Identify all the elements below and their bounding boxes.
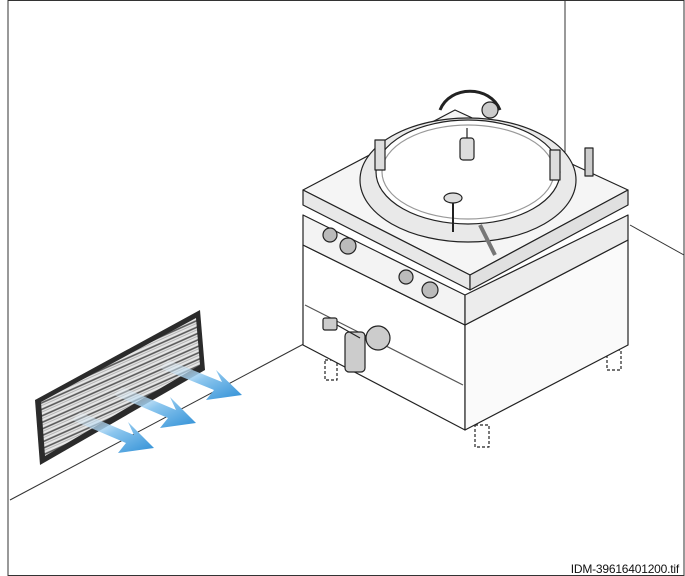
boiling-pan: [302, 89, 629, 448]
airflow-arrow: [114, 387, 196, 428]
pot-lid: [375, 119, 561, 225]
lid-valve: [459, 137, 475, 161]
lid-handle: [438, 89, 502, 111]
airflow-arrow: [160, 360, 242, 400]
figure-caption: IDM-39616401200.tif: [570, 562, 679, 576]
drain-tap: [322, 317, 391, 373]
control-knobs: [322, 227, 439, 299]
airflow-arrow: [72, 412, 154, 453]
airflow-arrows: [72, 360, 242, 453]
